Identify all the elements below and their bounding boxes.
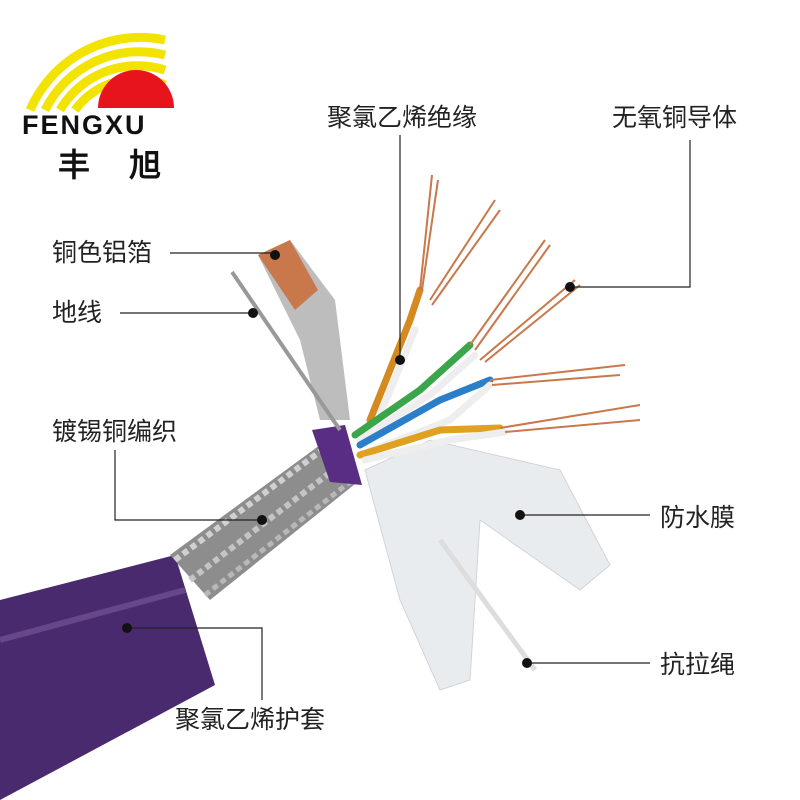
label-pvc-jacket: 聚氯乙烯护套 [175,705,326,734]
leader-dots [122,250,575,668]
logo-mark [25,32,174,113]
copper-strands [419,174,641,433]
label-ground-wire: 地线 [52,298,103,327]
leader-lines [114,135,691,700]
twisted-pairs [351,286,509,464]
band [312,425,362,485]
brand-name-en: FENGXU [22,110,147,140]
waterproof-film [364,439,611,691]
cable-jacket [0,555,215,800]
brand-name-cn: 丰 旭 [58,146,176,184]
label-tensile-rope: 抗拉绳 [660,650,736,679]
ground-wire [230,270,342,432]
label-oxygen-free-copper: 无氧铜导体 [612,103,738,132]
label-copper-foil: 铜色铝箔 [52,238,153,267]
label-pvc-insulation: 聚氯乙烯绝缘 [327,103,478,132]
label-waterproof-film: 防水膜 [660,503,736,532]
label-tinned-copper-braid: 镀锡铜编织 [52,417,178,446]
